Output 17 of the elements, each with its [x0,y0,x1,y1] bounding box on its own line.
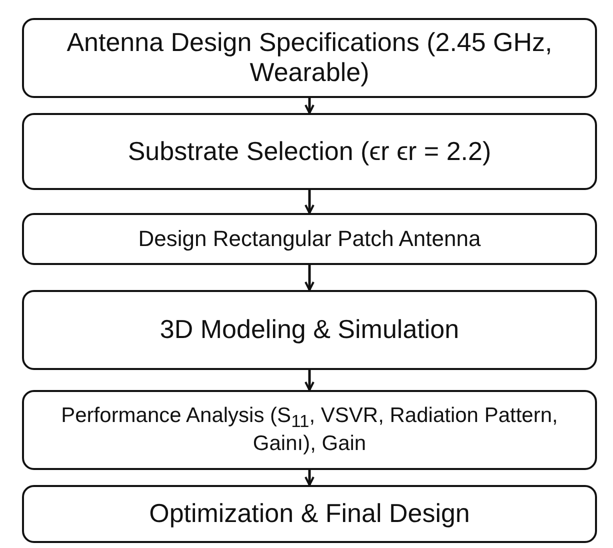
step-text: Substrate Selection (ϵr ϵr = 2.2) [128,136,492,166]
step-text: Antenna Design Specifications (2.45 GHz, Wearable) [66,28,554,88]
arrow [304,190,314,214]
step-text: Design Rectangular Patch Antenna [138,226,481,252]
arrow [304,98,314,114]
process-box [22,213,597,265]
arrow [304,470,314,486]
process-box [22,390,597,470]
process-box [22,18,597,98]
process-box [22,290,597,370]
arrow [304,370,314,391]
process-box [22,485,597,543]
step-text: 3D Modeling & Simulation [160,315,460,345]
step-text: Optimization & Final Design [149,499,470,529]
process-box [22,113,597,190]
step-text: Performance Analysis (S$_{11}$, VSVR, Radiation Pattern, Gainı), Gain [60,404,559,456]
arrow [304,265,314,291]
